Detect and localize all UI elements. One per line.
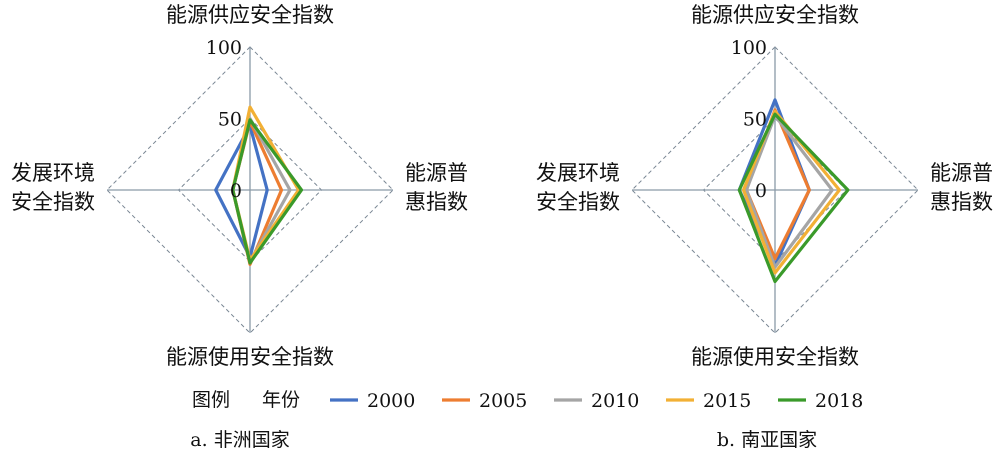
axis-title-1: 能源普	[405, 161, 468, 185]
legend: 图例 年份 2000 2005 2010 2015 2018	[192, 389, 863, 412]
axis-title-1: 惠指数	[930, 190, 993, 214]
series-line-2018	[231, 118, 304, 265]
series-line-2015	[741, 109, 842, 275]
axis-title-1: 惠指数	[405, 190, 468, 214]
panel-caption: a. 非洲国家	[190, 429, 289, 451]
axis-title-3: 发展环境	[536, 161, 620, 185]
series-line-2010	[744, 113, 834, 269]
axis-title-2: 能源使用安全指数	[691, 345, 859, 369]
legend-label-2015: 2015	[703, 390, 751, 412]
legend-label-2000: 2000	[367, 390, 415, 412]
tick-label-100: 100	[206, 37, 242, 59]
grid-ring-50	[702, 117, 848, 263]
axis-title-3: 安全指数	[11, 190, 95, 214]
panel-caption: b. 南亚国家	[717, 429, 817, 451]
series-line-2018	[737, 112, 850, 284]
legend-items: 2000 2005 2010 2015 2018	[330, 390, 863, 412]
axis-title-2: 能源使用安全指数	[166, 345, 334, 369]
grid-ring-100	[631, 46, 919, 334]
grid-ring-100	[106, 46, 394, 334]
axis-title-3: 安全指数	[536, 190, 620, 214]
tick-label-0: 0	[230, 180, 242, 202]
tick-label-100: 100	[731, 37, 767, 59]
axis-title-0: 能源供应安全指数	[166, 3, 334, 27]
axis-title-3: 发展环境	[11, 161, 95, 185]
axis-title-0: 能源供应安全指数	[691, 3, 859, 27]
legend-label-2005: 2005	[479, 390, 527, 412]
legend-subtitle: 年份	[262, 389, 300, 411]
legend-label-2010: 2010	[591, 390, 639, 412]
legend-label-2018: 2018	[815, 390, 863, 412]
legend-title: 图例	[192, 389, 230, 411]
grid-ring-50	[177, 117, 323, 263]
axis-title-1: 能源普	[930, 161, 993, 185]
tick-label-50: 50	[218, 109, 242, 131]
tick-label-50: 50	[743, 109, 767, 131]
tick-label-0: 0	[755, 180, 767, 202]
